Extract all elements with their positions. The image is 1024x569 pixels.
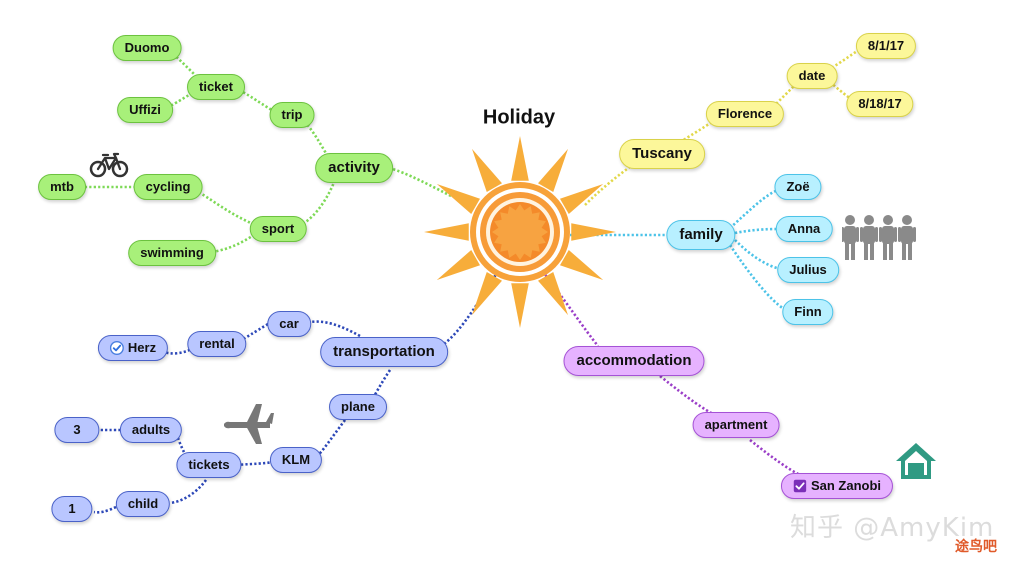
- link-car: [309, 320, 361, 338]
- node-trip[interactable]: trip: [269, 102, 315, 128]
- node-sport[interactable]: sport: [249, 216, 307, 242]
- node-activity[interactable]: activity: [315, 153, 393, 183]
- sun-ray: [511, 136, 529, 181]
- link-zoe: [729, 188, 779, 229]
- link-child: [169, 479, 208, 505]
- people-icon: [842, 215, 916, 260]
- node-florence[interactable]: Florence: [705, 101, 785, 127]
- sun-ray: [538, 271, 568, 316]
- bicycle-icon: [89, 152, 129, 178]
- link-cycling: [194, 188, 259, 228]
- watermark-text: 知乎 @AmyKim: [790, 513, 995, 543]
- node-klm[interactable]: KLM: [269, 447, 323, 473]
- link-adults: [174, 431, 190, 461]
- airplane-icon: [224, 404, 274, 444]
- node-adults-count[interactable]: 3: [54, 417, 100, 443]
- node-date-end[interactable]: 8/18/17: [846, 91, 914, 117]
- node-uffizi[interactable]: Uffizi: [117, 97, 173, 123]
- node-zoe[interactable]: Zoë: [774, 174, 822, 200]
- node-julius[interactable]: Julius: [777, 257, 839, 283]
- node-herz-label: Herz: [127, 340, 157, 355]
- house-icon: [896, 443, 936, 479]
- node-family[interactable]: family: [666, 220, 736, 250]
- node-mtb[interactable]: mtb: [38, 174, 86, 200]
- sun-ray: [511, 283, 529, 328]
- node-transportation[interactable]: transportation: [320, 337, 448, 367]
- node-herz[interactable]: Herz: [97, 335, 169, 361]
- node-swimming[interactable]: swimming: [128, 240, 216, 266]
- link-tickets: [235, 460, 275, 467]
- sun-ray: [436, 250, 481, 280]
- node-child[interactable]: child: [115, 491, 171, 517]
- node-plane[interactable]: plane: [329, 394, 387, 420]
- sun-ray: [436, 184, 481, 214]
- link-anna: [734, 227, 779, 235]
- node-adults[interactable]: adults: [119, 417, 183, 443]
- node-apartment[interactable]: apartment: [692, 412, 780, 438]
- link-activity: [381, 164, 452, 198]
- sun-ray: [571, 223, 616, 241]
- central-topic-holiday[interactable]: Holiday: [482, 106, 556, 129]
- link-klm: [317, 419, 347, 457]
- link-finn: [728, 244, 785, 311]
- sun-ray: [559, 250, 604, 280]
- link-apartment: [659, 374, 716, 417]
- sun-ray: [472, 271, 502, 316]
- watermark-logo: 途鸟吧: [955, 539, 997, 555]
- checkbox-checked-icon[interactable]: [793, 479, 807, 493]
- sun-ray: [538, 148, 568, 193]
- sun-icon: [424, 136, 616, 328]
- link-sport: [297, 179, 337, 228]
- person-figure: [842, 215, 859, 260]
- node-date[interactable]: date: [786, 63, 838, 89]
- link-julius: [734, 239, 781, 271]
- link-plane: [370, 369, 392, 401]
- node-finn[interactable]: Finn: [782, 299, 834, 325]
- node-duomo[interactable]: Duomo: [112, 35, 182, 61]
- node-rental[interactable]: rental: [187, 331, 247, 357]
- node-san-zanobi[interactable]: San Zanobi: [780, 473, 894, 499]
- link-herz: [163, 346, 195, 355]
- node-child-count[interactable]: 1: [51, 496, 93, 522]
- node-accommodation[interactable]: accommodation: [563, 346, 705, 376]
- sun-ray: [559, 184, 604, 214]
- node-tuscany[interactable]: Tuscany: [619, 139, 705, 169]
- node-tickets[interactable]: tickets: [176, 452, 242, 478]
- node-anna[interactable]: Anna: [775, 216, 833, 242]
- node-cycling[interactable]: cycling: [133, 174, 203, 200]
- link-child-count: [93, 505, 117, 514]
- link-san-zanobi: [749, 438, 801, 477]
- sun-ray: [472, 148, 502, 193]
- person-figure: [898, 215, 916, 260]
- node-date-start[interactable]: 8/1/17: [855, 33, 917, 59]
- checkbox-checked-icon[interactable]: [109, 341, 124, 355]
- link-transportation: [443, 267, 502, 346]
- node-car[interactable]: car: [267, 311, 311, 337]
- person-figure: [860, 215, 878, 260]
- person-figure: [879, 215, 897, 260]
- node-san-zanobi-label: San Zanobi: [810, 478, 882, 493]
- sun-core: [492, 204, 548, 260]
- node-ticket[interactable]: ticket: [187, 74, 245, 100]
- sun-ray: [424, 223, 469, 241]
